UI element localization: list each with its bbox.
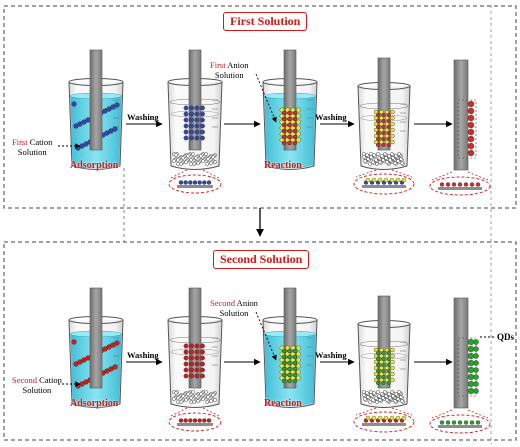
- final-substrate: [453, 297, 469, 409]
- step-label-reaction: Reaction: [264, 398, 302, 409]
- substrate-slide: [377, 57, 391, 151]
- zoom-view-washing-2: [353, 407, 415, 433]
- washing-label: Washing: [315, 350, 347, 360]
- substrate-slide: [377, 295, 391, 389]
- substrate-slide: [188, 287, 202, 389]
- final-particles: [467, 100, 475, 157]
- anion-rest: Anion: [225, 60, 249, 70]
- highlight-box: [457, 337, 477, 397]
- washing-label: Washing: [315, 112, 347, 122]
- highlight-box: [457, 99, 477, 159]
- anion-rest: Anion: [235, 298, 258, 308]
- cation-word: First: [12, 137, 28, 147]
- pointer-arrow: [255, 311, 277, 361]
- step-label-adsorption: Adsorption: [70, 398, 119, 409]
- anion-line2: Solution: [219, 308, 249, 318]
- qds-label: QDs: [497, 332, 515, 342]
- cation-line2: Solution: [22, 385, 52, 395]
- adsorbed-layer: [183, 343, 205, 379]
- panel-frame-second: [3, 241, 517, 441]
- anion-word: First: [210, 60, 226, 70]
- product-layer: [281, 348, 298, 384]
- zoom-view-final: [429, 409, 491, 434]
- substrate-slide: [89, 287, 103, 389]
- pointer-arrow: [255, 73, 277, 123]
- step-label-adsorption: Adsorption: [70, 160, 119, 171]
- panel-title: First Solution: [223, 12, 308, 31]
- zoom-view-washing-1: [168, 407, 222, 432]
- substrate-slide: [188, 49, 202, 151]
- adsorbed-layer: [183, 105, 205, 141]
- zoom-view-washing-2: [353, 169, 415, 195]
- step-label-reaction: Reaction: [264, 160, 302, 171]
- cation-rest: Cation: [27, 137, 53, 147]
- washed-layer: [373, 109, 395, 145]
- final-particles: [467, 338, 475, 395]
- final-substrate: [453, 59, 469, 171]
- zoom-view-final: [429, 171, 491, 196]
- washing-label: Washing: [127, 350, 159, 360]
- cation-word: Second: [12, 375, 38, 385]
- cation-line2: Solution: [17, 147, 47, 157]
- product-layer: [281, 110, 298, 146]
- panel-title: Second Solution: [213, 250, 310, 269]
- zoom-view-washing-1: [168, 169, 222, 194]
- washing-label: Washing: [127, 112, 159, 122]
- washed-layer: [373, 347, 395, 383]
- substrate-slide: [89, 49, 103, 151]
- qd-particles: [473, 339, 479, 394]
- anion-word: Second: [210, 298, 236, 308]
- cation-rest: Cation: [37, 375, 62, 385]
- anion-line2: Solution: [214, 70, 244, 80]
- washed-product: [376, 113, 391, 147]
- washed-product: [376, 351, 391, 385]
